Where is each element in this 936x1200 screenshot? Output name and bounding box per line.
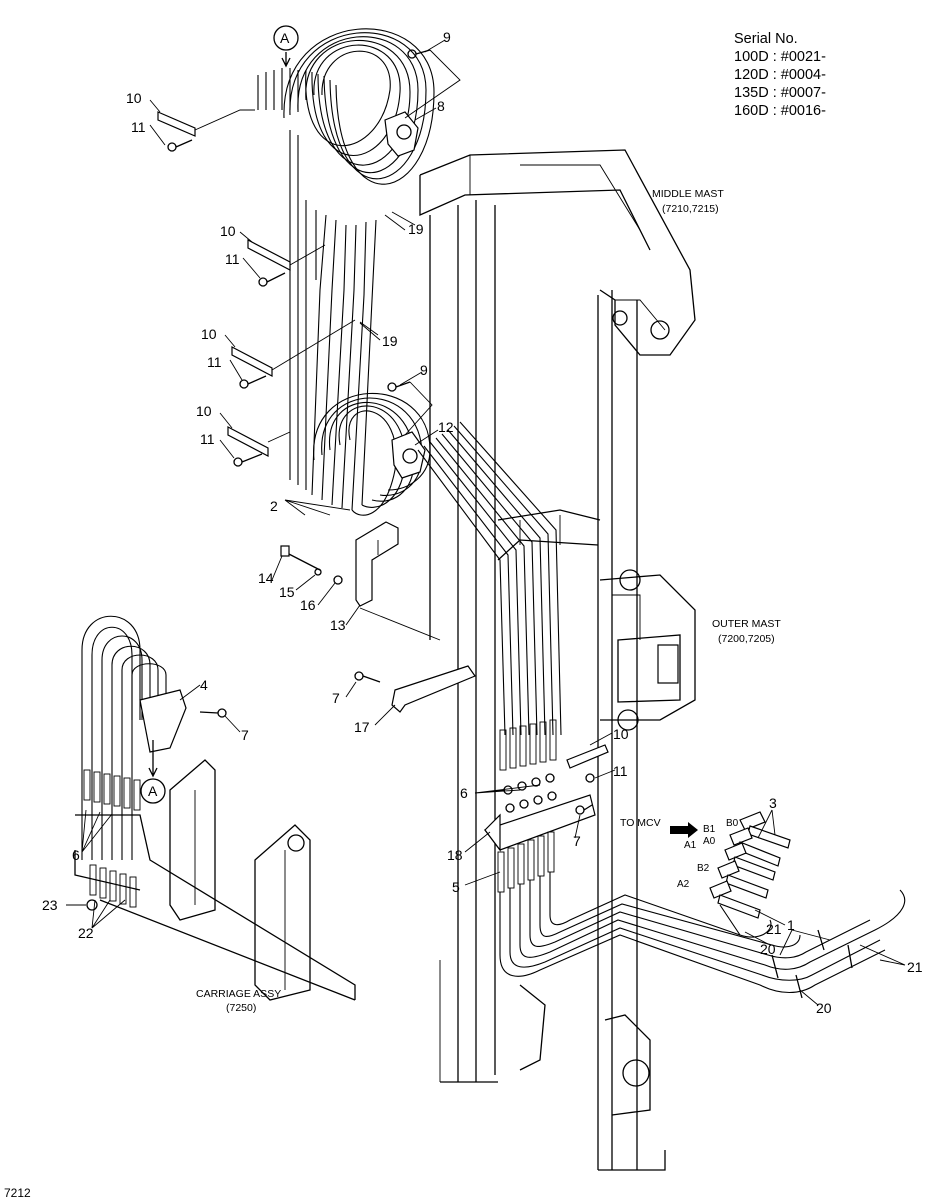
section-label-a-bottom: A — [148, 783, 158, 799]
callout-7: 7 — [332, 690, 340, 706]
port-label-b0: B0 — [726, 818, 739, 829]
clamp-set-2 — [247, 239, 326, 287]
serial-line: 100D : #0021- — [734, 49, 826, 65]
callout-6: 6 — [72, 847, 80, 863]
lower-hose-run — [417, 421, 562, 736]
callout-6: 6 — [460, 785, 468, 801]
callout-17: 17 — [354, 719, 370, 735]
outer-mast — [439, 569, 696, 1116]
callout-11: 11 — [207, 354, 222, 370]
callout-22: 22 — [78, 925, 94, 941]
callout-10: 10 — [613, 726, 629, 742]
callout-5: 5 — [452, 879, 460, 895]
carriage-code: (7250) — [226, 1002, 256, 1014]
section-mark-a-bottom — [140, 740, 166, 804]
serial-title: Serial No. — [734, 31, 798, 47]
middle-mast-codes: (7210,7215) — [662, 203, 719, 215]
port-label-b1: B1 — [703, 824, 716, 835]
manifold-18 — [484, 719, 609, 893]
callout-23: 23 — [42, 897, 58, 913]
callout-8: 8 — [437, 98, 445, 114]
outer-mast-label: OUTER MAST — [712, 618, 781, 630]
serial-line: 120D : #0004- — [734, 67, 826, 83]
callout-19: 19 — [408, 221, 424, 237]
callout-10: 10 — [201, 326, 217, 342]
callout-numbers: 9 8 10 11 10 11 19 10 11 19 9 10 11 12 2… — [42, 29, 923, 1016]
section-label-a-top: A — [280, 30, 290, 46]
callout-14: 14 — [258, 570, 274, 586]
upper-hose-reel — [257, 28, 435, 516]
callout-10: 10 — [220, 223, 236, 239]
callout-21: 21 — [766, 921, 782, 937]
callout-21: 21 — [907, 959, 923, 975]
callout-20: 20 — [816, 1000, 832, 1016]
hoses-to-mcv — [499, 811, 906, 999]
carriage-assy — [74, 615, 356, 1001]
bracket-17 — [354, 665, 476, 713]
leader-lines — [66, 39, 906, 1006]
callout-11: 11 — [131, 119, 146, 135]
port-label-a0: A0 — [703, 836, 716, 847]
callout-19: 19 — [382, 333, 398, 349]
port-label-a1: A1 — [684, 840, 697, 851]
serial-line: 135D : #0007- — [734, 85, 826, 101]
callout-10: 10 — [196, 403, 212, 419]
callout-11: 11 — [225, 251, 240, 267]
page-code: 7212 — [4, 1186, 31, 1200]
middle-mast — [419, 149, 696, 1171]
callout-11: 11 — [613, 763, 628, 779]
serial-number-block: Serial No. 100D : #0021- 120D : #0004- 1… — [734, 30, 826, 120]
callout-18: 18 — [447, 847, 463, 863]
callout-13: 13 — [330, 617, 346, 633]
clamp-set-4 — [227, 426, 291, 467]
callout-1: 1 — [787, 917, 795, 933]
callout-4: 4 — [200, 677, 208, 693]
clamp-set-1 — [157, 109, 255, 152]
port-label-b2: B2 — [697, 863, 710, 874]
callout-2: 2 — [270, 498, 278, 514]
callout-11: 11 — [200, 431, 215, 447]
callout-16: 16 — [300, 597, 316, 613]
bracket-13 — [280, 521, 441, 641]
callout-12: 12 — [438, 419, 454, 435]
outer-mast-codes: (7200,7205) — [718, 633, 775, 645]
callout-10: 10 — [126, 90, 142, 106]
section-mark-a-top — [273, 25, 299, 68]
callout-3: 3 — [769, 795, 777, 811]
port-label-a2: A2 — [677, 879, 690, 890]
middle-mast-label: MIDDLE MAST — [652, 188, 724, 200]
callout-7: 7 — [573, 833, 581, 849]
clamp-set-3 — [231, 319, 356, 389]
serial-line: 160D : #0016- — [734, 103, 826, 119]
callout-15: 15 — [279, 584, 295, 600]
callout-7: 7 — [241, 727, 249, 743]
callout-9: 9 — [443, 29, 451, 45]
callout-20: 20 — [760, 941, 776, 957]
callout-9: 9 — [420, 362, 428, 378]
to-mcv-label: TO MCV — [620, 817, 661, 829]
carriage-label: CARRIAGE ASSY — [196, 988, 281, 1000]
